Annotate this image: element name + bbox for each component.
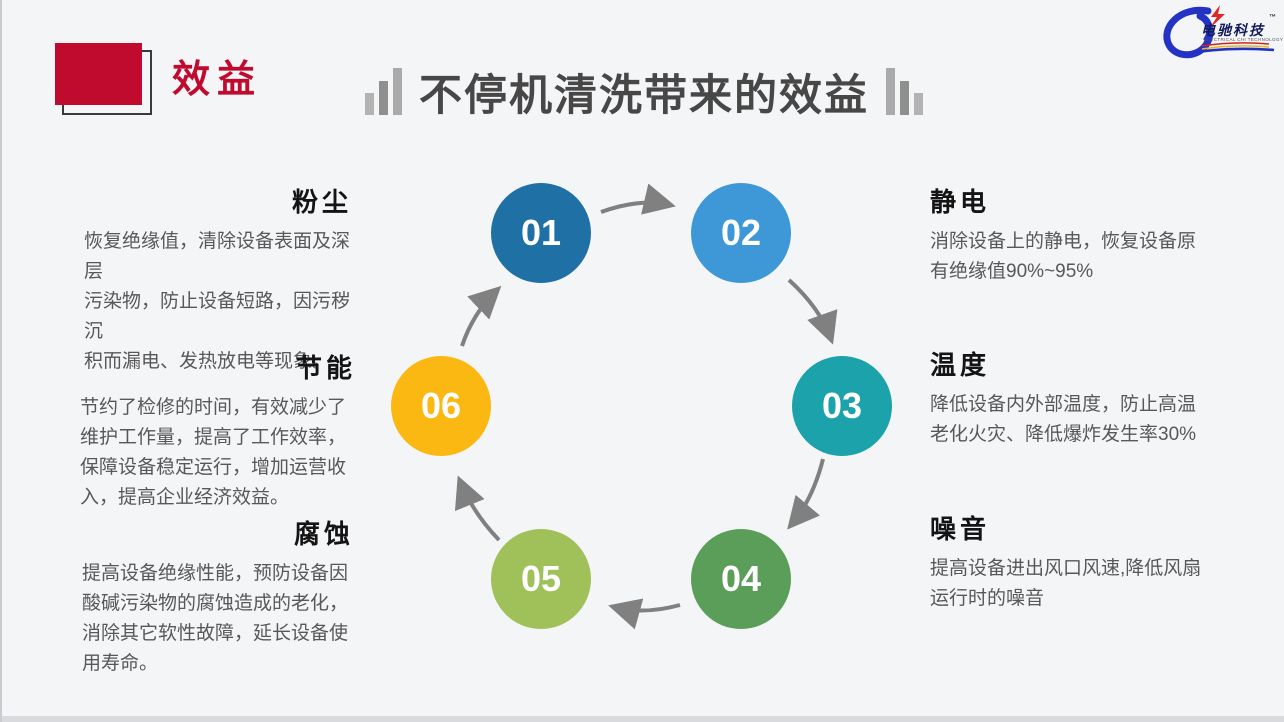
- trademark-symbol: ™: [1269, 14, 1276, 21]
- slide-bottom-edge: [2, 716, 1284, 722]
- corner-badge-rect: [55, 43, 142, 105]
- arrow-03-04-icon: [787, 458, 825, 530]
- benefit-block-noise: 噪音 提高设备进出风口风速,降低风扇 运行时的噪音: [930, 509, 1250, 614]
- bar-icon: [900, 81, 909, 115]
- benefit-body: 降低设备内外部温度，防止高温 老化火灾、降低爆炸发生率30%: [930, 394, 1197, 445]
- benefit-block-corrosion: 腐蚀 提高设备绝缘性能，预防设备因 酸碱污染物的腐蚀造成的老化， 消除其它软性故…: [82, 514, 354, 679]
- benefit-title: 节能: [295, 353, 356, 383]
- benefit-block-static: 静电 消除设备上的静电，恢复设备原 有绝缘值90%~95%: [930, 182, 1250, 287]
- cycle-step-04: 04: [691, 529, 791, 629]
- benefit-title: 粉尘: [291, 187, 352, 217]
- page-title: 不停机清洗带来的效益: [419, 71, 869, 120]
- bar-icon: [365, 93, 374, 115]
- title-row: 不停机清洗带来的效益: [338, 68, 950, 120]
- bar-icon: [393, 68, 402, 115]
- logo-d-inner-curl: [1198, 14, 1210, 41]
- step-number: 02: [720, 212, 762, 253]
- cycle-step-05: 05: [491, 529, 591, 629]
- benefit-block-temperature: 温度 降低设备内外部温度，防止高温 老化火灾、降低爆炸发生率30%: [930, 345, 1250, 450]
- bar-icon: [914, 93, 923, 115]
- benefit-block-energy: 节能 节约了检修的时间，有效减少了 维护工作量，提高了工作效率， 保障设备稳定运…: [80, 348, 356, 513]
- title-accent-bars-left: [365, 68, 402, 115]
- logo-tagline: ELECTRICAL CHI TECHNOLOGY: [1204, 37, 1284, 42]
- arrow-02-03-icon: [787, 278, 838, 345]
- step-number: 05: [520, 558, 562, 599]
- benefit-body: 提高设备绝缘性能，预防设备因 酸碱污染物的腐蚀造成的老化， 消除其它软性故障，延…: [82, 563, 349, 674]
- step-number: 03: [821, 385, 863, 426]
- benefit-body: 恢复绝缘值，清除设备表面及深层 污染物，防止设备短路，因污秽沉 积而漏电、发热放…: [84, 231, 351, 372]
- logo-underline-blue: [1177, 47, 1275, 57]
- benefit-title: 静电: [930, 187, 991, 217]
- step-number: 01: [520, 212, 562, 253]
- benefit-body: 消除设备上的静电，恢复设备原 有绝缘值90%~95%: [930, 231, 1197, 282]
- arrow-06-01-icon: [460, 285, 502, 347]
- arrow-04-05-icon: [608, 598, 681, 630]
- logo-underline-yellow: [1201, 45, 1270, 50]
- cycle-step-01: 01: [491, 183, 591, 283]
- benefit-title: 噪音: [930, 514, 991, 544]
- logo-underline-red: [1201, 42, 1270, 47]
- step-number: 04: [720, 558, 762, 599]
- cycle-step-06: 06: [391, 356, 491, 456]
- cycle-step-03: 03: [792, 356, 892, 456]
- company-logo: 电驰科技 ™ ELECTRICAL CHI TECHNOLOGY: [1156, 4, 1283, 60]
- benefit-body: 节约了检修的时间，有效减少了 维护工作量，提高了工作效率， 保障设备稳定运行，增…: [80, 397, 347, 508]
- lightning-icon: [1209, 5, 1225, 29]
- bar-icon: [886, 68, 895, 115]
- logo-graphic-icon: [1163, 5, 1275, 59]
- arrow-01-02-icon: [600, 183, 676, 215]
- arrow-05-06-icon: [454, 475, 501, 542]
- benefit-body: 提高设备进出风口风速,降低风扇 运行时的噪音: [930, 558, 1202, 609]
- benefit-title: 腐蚀: [293, 519, 354, 549]
- cycle-step-02: 02: [691, 183, 791, 283]
- step-number: 06: [420, 385, 462, 426]
- logo-company-name: 电驰科技: [1201, 24, 1265, 39]
- title-accent-bars-right: [886, 68, 923, 115]
- bar-icon: [379, 81, 388, 115]
- section-label: 效益: [172, 59, 263, 101]
- benefit-block-dust: 粉尘 恢复绝缘值，清除设备表面及深层 污染物，防止设备短路，因污秽沉 积而漏电、…: [84, 182, 352, 377]
- benefit-title: 温度: [930, 350, 991, 380]
